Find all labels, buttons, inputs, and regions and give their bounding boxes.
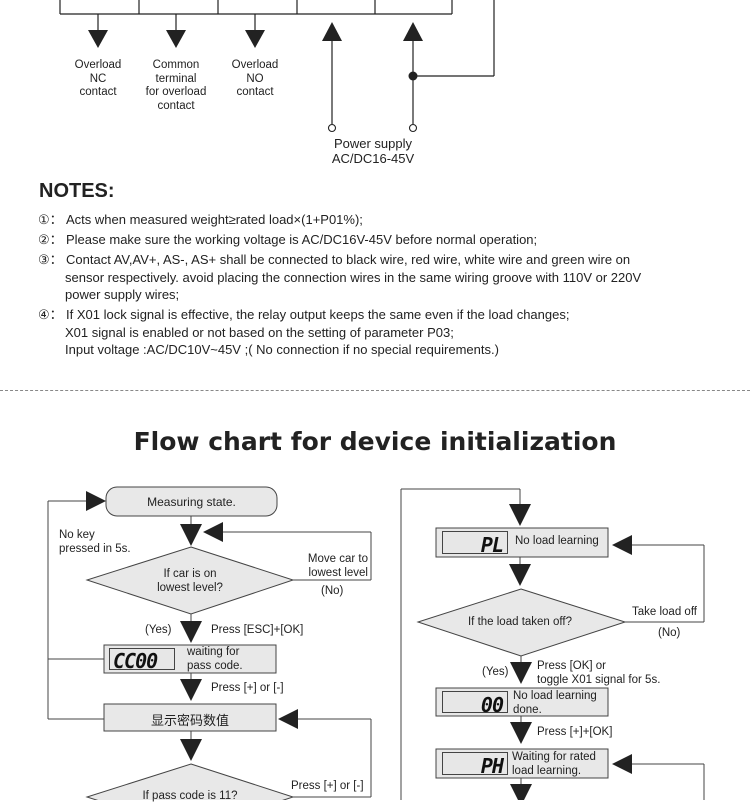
right-arrow-icon xyxy=(86,491,106,511)
lcd-display: 00 xyxy=(442,691,508,717)
down-arrow-icon xyxy=(245,30,265,48)
note-text: Please make sure the working voltage is … xyxy=(66,232,538,247)
down-arrow-icon xyxy=(509,504,531,526)
down-arrow-icon xyxy=(510,662,532,684)
left-arrow-icon xyxy=(278,709,298,729)
down-arrow-icon xyxy=(180,621,202,643)
down-arrow-icon xyxy=(180,739,202,761)
lcd-display: PH xyxy=(442,752,508,778)
lcd-text: PH xyxy=(480,754,504,778)
no-load-done-label: No load learning done. xyxy=(513,690,597,716)
note-text: X01 signal is enabled or not based on th… xyxy=(65,324,454,340)
no-load-learning-label: No load learning xyxy=(515,535,599,547)
press-plus-minus-label-2: Press [+] or [-] xyxy=(291,780,364,792)
left-arrow-icon xyxy=(203,522,223,542)
note-text: Acts when measured weight≥rated load×(1+… xyxy=(66,212,363,227)
if-load-off-label: If the load taken off? xyxy=(467,616,572,628)
lcd-text: CC00 xyxy=(113,649,158,673)
note-text: Contact AV,AV+, AS-, AS+ shall be connec… xyxy=(66,252,631,267)
note-text: power supply wires; xyxy=(65,287,180,302)
waiting-pass-label: waiting for pass code. xyxy=(187,646,243,672)
terminal-circle xyxy=(408,123,418,133)
yes-label: (Yes) xyxy=(145,624,172,636)
press-esc-ok-label: Press [ESC]+[OK] xyxy=(211,624,304,636)
wiring-diagram xyxy=(59,0,495,133)
down-arrow-icon xyxy=(180,524,202,546)
no-key-label: No key pressed in 5s. xyxy=(59,529,131,555)
left-arrow-icon xyxy=(612,535,632,555)
overload-no-label: Overload NO contact xyxy=(231,59,279,98)
if-pass-label: If pass code is 11? xyxy=(142,790,238,802)
down-arrow-icon xyxy=(180,679,202,701)
power-supply-label: Power supply AC/DC16-45V xyxy=(331,136,415,166)
down-arrow-icon xyxy=(509,564,531,586)
measuring-state-label: Measuring state. xyxy=(147,495,236,509)
flowchart-title: Flow chart for device initialization xyxy=(133,427,617,456)
down-arrow-icon xyxy=(88,30,108,48)
no-label: (No) xyxy=(321,585,344,597)
lcd-display: CC00 xyxy=(109,648,175,673)
junction-dot xyxy=(408,71,418,81)
left-arrow-icon xyxy=(612,754,632,774)
note-text: Input voltage :AC/DC10V~45V ;( No connec… xyxy=(65,342,499,357)
show-pass-box xyxy=(103,703,277,732)
up-arrow-icon xyxy=(322,22,342,41)
yes-label-2: (Yes) xyxy=(482,666,509,678)
note-text: sensor respectively. avoid placing the c… xyxy=(65,269,642,285)
note-marker: ③： xyxy=(38,252,63,267)
note-item-2: ②：Please make sure the working voltage i… xyxy=(38,231,537,249)
note-marker: ④： xyxy=(38,307,63,322)
note-item-4: ④：If X01 lock signal is effective, the r… xyxy=(38,306,569,359)
if-car-label: If car is on lowest level? xyxy=(157,568,223,594)
terminal-circle xyxy=(327,123,337,133)
flowchart xyxy=(47,486,705,800)
show-pass-label: 显示密码数值 xyxy=(150,714,229,729)
take-load-off-label: Take load off xyxy=(632,606,698,618)
overload-nc-label: Overload NC contact xyxy=(74,59,122,98)
press-plus-ok-label: Press [+]+[OK] xyxy=(537,726,613,738)
down-arrow-icon xyxy=(510,784,532,800)
notes-title: NOTES: xyxy=(39,180,115,202)
note-marker: ②： xyxy=(38,232,63,247)
press-plus-minus-label: Press [+] or [-] xyxy=(211,682,284,694)
press-ok-label: Press [OK] or toggle X01 signal for 5s. xyxy=(537,660,661,686)
lcd-display: PL xyxy=(442,531,508,557)
up-arrow-icon xyxy=(403,22,423,41)
lcd-text: PL xyxy=(480,533,504,557)
waiting-rated-label: Waiting for rated load learning. xyxy=(512,751,596,777)
note-item-3: ③：Contact AV,AV+, AS-, AS+ shall be conn… xyxy=(38,251,641,304)
decision-diamond-pass xyxy=(85,763,295,800)
no-label-2: (No) xyxy=(658,627,681,639)
move-car-label: Move car to lowest level xyxy=(307,553,368,579)
down-arrow-icon xyxy=(510,722,532,744)
note-item-1: ①：Acts when measured weight≥rated load×(… xyxy=(38,211,363,229)
down-arrow-icon xyxy=(166,30,186,48)
dashed-separator xyxy=(0,390,750,391)
lcd-text: 00 xyxy=(480,693,504,717)
note-text: If X01 lock signal is effective, the rel… xyxy=(66,307,570,322)
note-marker: ①： xyxy=(38,212,63,227)
common-terminal-label: Common terminal for overload contact xyxy=(145,59,207,112)
